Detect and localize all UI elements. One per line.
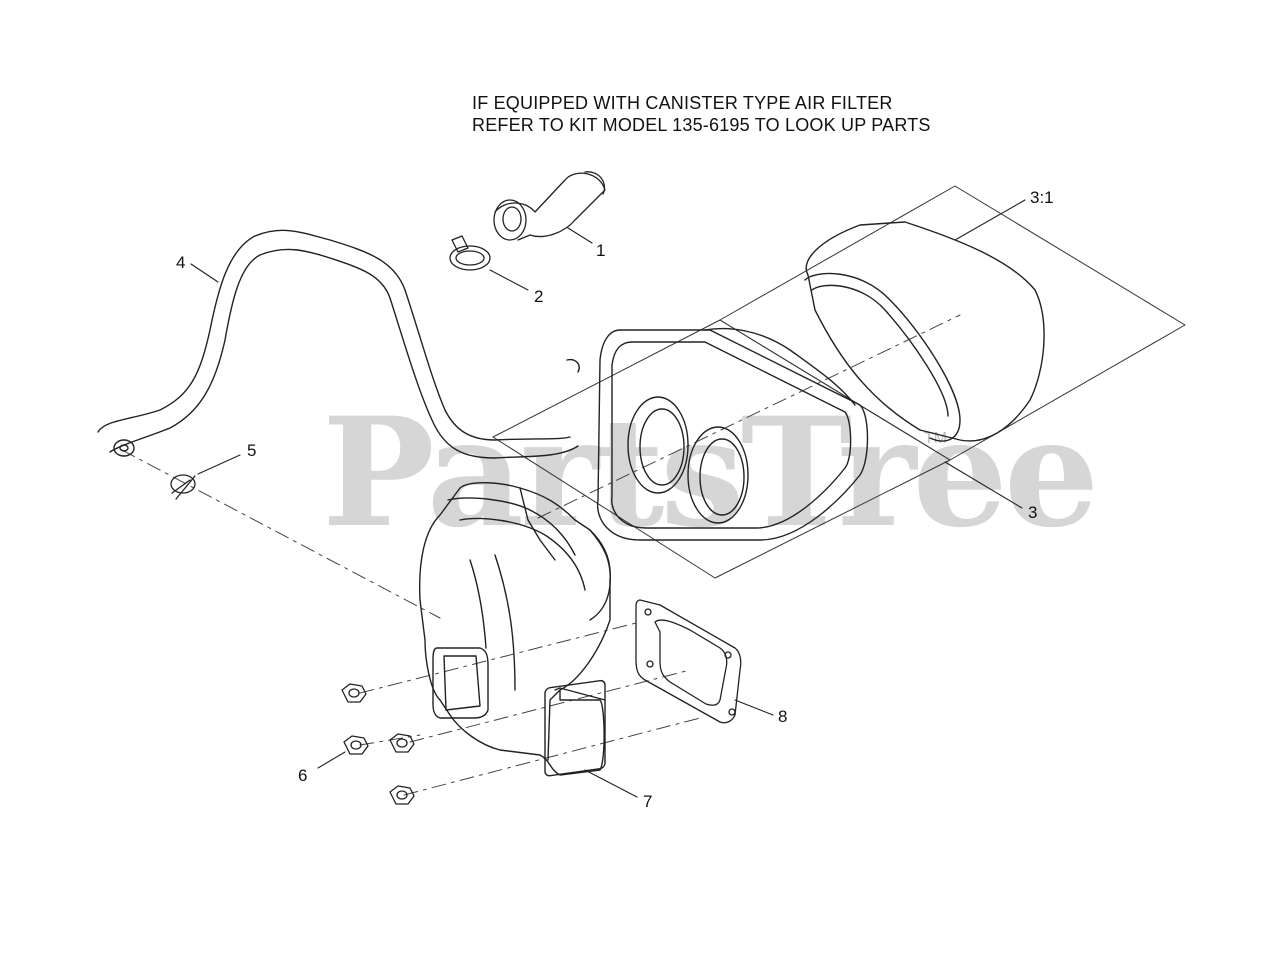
filter-plane-upper [719, 185, 1186, 461]
part-4-breather-tube [97, 229, 580, 459]
callout-8: 8 [778, 707, 788, 726]
callout-3: 3 [1028, 503, 1038, 522]
dashed-center-lines [121, 314, 961, 796]
callout-3-1: 3:1 [1030, 188, 1054, 207]
part-8-gasket [635, 599, 742, 724]
callout-5: 5 [247, 441, 257, 460]
part-5-clip [170, 474, 196, 500]
part-7-filter-housing [418, 482, 611, 777]
callout-6: 6 [298, 766, 308, 785]
callout-1: 1 [596, 241, 606, 260]
part-6-nut-2 [343, 735, 369, 755]
watermark-tm: TM [924, 430, 948, 447]
callout-7: 7 [643, 792, 653, 811]
note-line-2: REFER TO KIT MODEL 135-6195 TO LOOK UP P… [472, 115, 931, 135]
part-3-1-pre-cleaner [804, 221, 1045, 442]
note-line-1: IF EQUIPPED WITH CANISTER TYPE AIR FILTE… [472, 93, 893, 113]
diagram-note: IF EQUIPPED WITH CANISTER TYPE AIR FILTE… [472, 92, 931, 136]
part-6-nut-3 [389, 733, 415, 753]
callout-4: 4 [176, 253, 186, 272]
leader-lines [190, 199, 1026, 798]
part-2-hose-clamp [449, 235, 491, 271]
watermark: PartsTree [322, 385, 1099, 561]
callout-2: 2 [534, 287, 544, 306]
part-3-air-filter [596, 327, 869, 541]
part-1-hose-elbow [493, 171, 606, 241]
part-6-nut-1 [341, 683, 367, 703]
part-6-nut-4 [389, 785, 415, 805]
filter-plane-lower [492, 319, 951, 579]
